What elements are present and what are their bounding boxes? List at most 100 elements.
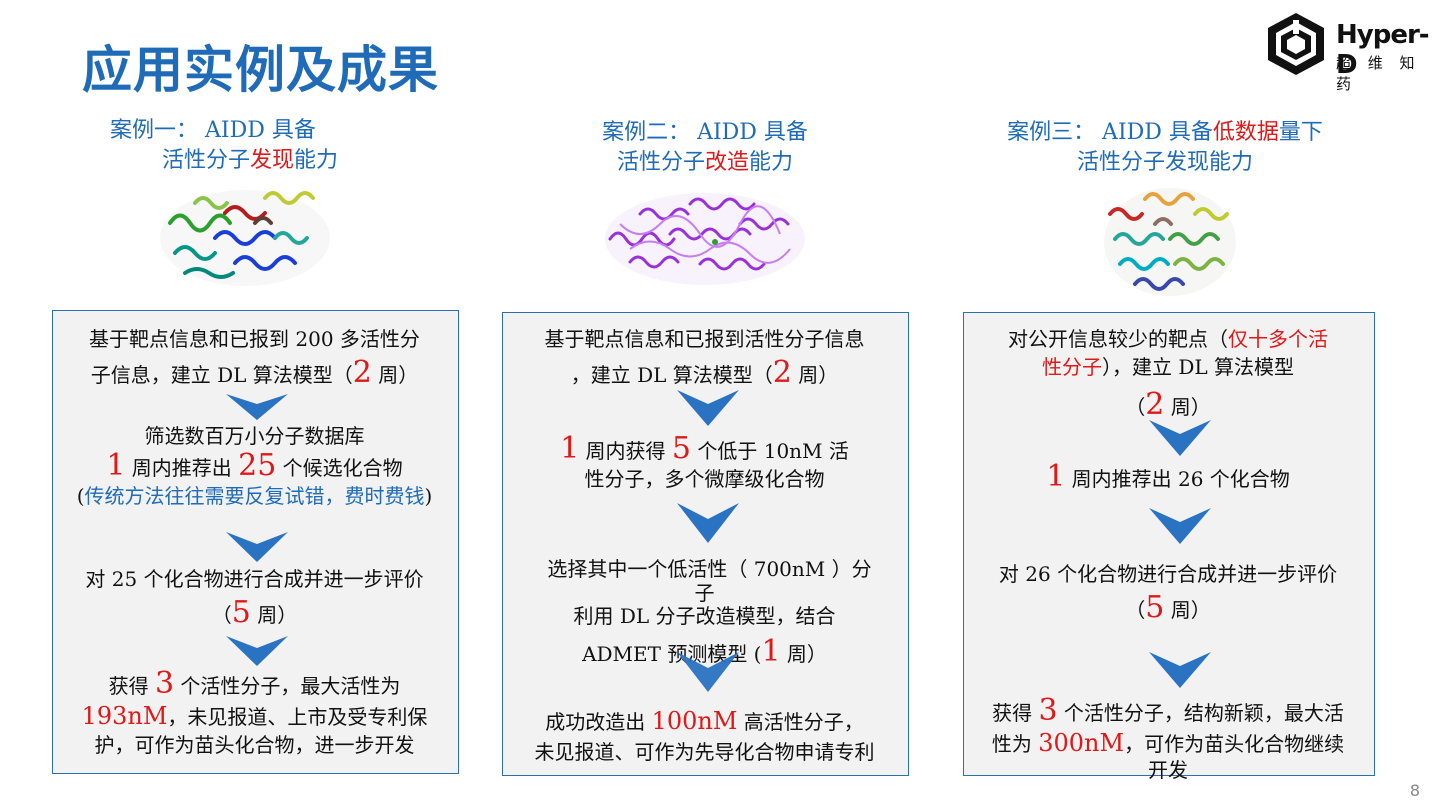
case1-step1-line1: 基于靶点信息和已报到 200 多活性分 xyxy=(89,327,420,351)
case2-step2-line1: 1 周内获得 5 个低于 10nM 活 xyxy=(502,434,907,465)
case2-title: 案例二： AIDD 具备 活性分子改造能力 xyxy=(560,118,850,178)
case3-step3-weeks: 5 xyxy=(1145,590,1165,625)
case1-step4-l1b: 个活性分子，最大活性为 xyxy=(174,674,401,698)
case1-box xyxy=(52,310,459,774)
case2-step3-weeks: 1 xyxy=(761,634,781,669)
case3-step4-activity: 300nM xyxy=(1038,729,1125,757)
case1-step2-l2a: 周内推荐出 xyxy=(125,456,239,480)
case2-step3-line3: 利用 DL 分子改造模型，结合 xyxy=(573,604,836,628)
case2-title-highlight: 改造 xyxy=(704,150,749,175)
case1-step3: 对 25 个化合物进行合成并进一步评价 （5 周） xyxy=(52,565,457,629)
case3-step3-l2a: （ xyxy=(1125,598,1146,622)
down-arrow-icon xyxy=(677,652,739,692)
case1-step2-l3-open: ( xyxy=(76,484,85,508)
case3-step2-l1b: 周内推荐出 26 个化合物 xyxy=(1065,467,1290,491)
case1-step2-l3-close: ) xyxy=(424,484,433,508)
down-arrow-icon xyxy=(226,394,288,420)
hexagon-logo-icon xyxy=(1268,13,1324,75)
case1-step4-line1: 获得 3 个活性分子，最大活性为 xyxy=(52,669,457,700)
case2-step4: 成功改造出 100nM 高活性分子， 未见报道、可作为先导化合物申请专利 xyxy=(502,706,907,767)
case3-title-l1a: 案例三： AIDD 具备 xyxy=(1007,120,1213,145)
case3-step1-line1: 对公开信息较少的靶点（仅十多个活 xyxy=(963,325,1373,353)
case2-step1-line2: ，建立 DL 算法模型（2 周） xyxy=(502,358,907,389)
case3-step4-l1b: 个活性分子，结构新颖，最大活 xyxy=(1057,701,1344,725)
case2-step4-l1a: 成功改造出 xyxy=(545,710,652,734)
case2-step2-l1a: 周内获得 xyxy=(579,439,672,463)
case3-title-highlight: 低数据 xyxy=(1212,120,1279,145)
case1-step2-line1: 筛选数百万小分子数据库 xyxy=(144,424,365,448)
case1-step4-l2b: ，未见报道、上市及受专利保 xyxy=(167,705,428,729)
case1-step4: 获得 3 个活性分子，最大活性为 193nM，未见报道、上市及受专利保 护，可作… xyxy=(52,669,457,759)
case3-step1-line2: 性分子），建立 DL 算法模型 xyxy=(963,353,1373,381)
case3-step4-count: 3 xyxy=(1038,693,1058,728)
down-arrow-icon xyxy=(226,636,288,666)
case3-step3-l2b: 周） xyxy=(1164,598,1211,622)
case2-step2-weeks: 1 xyxy=(560,431,580,466)
case3-step1-l3a: （ xyxy=(1125,395,1146,419)
case2-step2-l1b: 个低于 10nM 活 xyxy=(691,439,849,463)
case1-title-line2: 活性分子发现能力 xyxy=(80,146,370,176)
case1-step3-line2: （5 周） xyxy=(52,598,457,629)
case3-step2-line1: 1 周内推荐出 26 个化合物 xyxy=(963,462,1373,493)
case2-step1-line1: 基于靶点信息和已报到活性分子信息 xyxy=(544,327,865,351)
case3-step4-line1: 获得 3 个活性分子，结构新颖，最大活 xyxy=(963,696,1373,728)
case2-step2-line2: 性分子，多个微摩级化合物 xyxy=(584,467,825,491)
down-arrow-icon xyxy=(1149,508,1211,544)
case1-step3-l2a: （ xyxy=(211,603,232,627)
case3-step3-line2: （5 周） xyxy=(963,593,1373,624)
case2-step2-count: 5 xyxy=(671,431,691,466)
down-arrow-icon xyxy=(677,390,739,426)
case2-step4-l1b: 高活性分子， xyxy=(737,710,864,734)
case2-title-l2a: 活性分子 xyxy=(616,150,705,175)
case3-step1-weeks: 2 xyxy=(1145,387,1165,422)
case3-title-line2: 活性分子发现能力 xyxy=(1076,150,1253,175)
case1-step1-weeks: 2 xyxy=(352,355,372,390)
case3-step1-l3b: 周） xyxy=(1164,395,1211,419)
case3-title-l1b: 量下 xyxy=(1278,120,1323,145)
case1-title-line1: 案例一： AIDD 具备 xyxy=(110,118,316,143)
case3-step1-line3: （2 周） xyxy=(963,390,1373,421)
case3-step2: 1 周内推荐出 26 个化合物 xyxy=(963,462,1373,493)
case3-step4-line2: 性为 300nM，可作为苗头化合物继续 xyxy=(963,728,1373,759)
case2-step3-line2: 子 xyxy=(694,581,715,605)
case1-step2-count: 25 xyxy=(238,448,277,483)
page-number: 8 xyxy=(1409,781,1420,800)
case1-step4-activity: 193nM xyxy=(81,702,168,730)
case3-step4-l2a: 性为 xyxy=(991,732,1039,756)
case1-title-highlight: 发现 xyxy=(249,148,294,173)
case1-step4-l1a: 获得 xyxy=(108,674,155,698)
case3-step1-highlight2: 性分子 xyxy=(1041,355,1102,379)
case2-step3-line4: ADMET 预测模型 (1 周） xyxy=(502,637,907,668)
down-arrow-icon xyxy=(677,503,739,543)
case1-step3-l2b: 周） xyxy=(250,603,298,627)
case1-step2-line3: (传统方法往往需要反复试错，费时费钱) xyxy=(44,482,465,510)
case3-title: 案例三： AIDD 具备低数据量下 活性分子发现能力 xyxy=(960,118,1370,178)
case1-step1-l2a: 子信息，建立 DL 算法模型（ xyxy=(90,363,353,387)
case3-step2-weeks: 1 xyxy=(1046,459,1066,494)
case1-step1-l2b: 周） xyxy=(371,363,419,387)
protein-structure-image-2 xyxy=(605,193,805,285)
case1-title: 案例一： AIDD 具备 活性分子发现能力 xyxy=(80,116,370,176)
case1-step1: 基于靶点信息和已报到 200 多活性分 子信息，建立 DL 算法模型（2 周） xyxy=(52,325,457,389)
case3-box xyxy=(963,312,1375,776)
case3-step1-l1a: 对公开信息较少的靶点（ xyxy=(1008,327,1228,351)
case1-step2-weeks: 1 xyxy=(106,448,126,483)
case2-step1-l2a: ，建立 DL 算法模型（ xyxy=(570,363,773,387)
case3-step4: 获得 3 个活性分子，结构新颖，最大活 性为 300nM，可作为苗头化合物继续 … xyxy=(963,696,1373,782)
case3-step3-line1: 对 26 个化合物进行合成并进一步评价 xyxy=(998,562,1338,586)
case1-step4-count: 3 xyxy=(154,666,175,701)
case1-step1-line2: 子信息，建立 DL 算法模型（2 周） xyxy=(52,358,457,389)
case3-title-line1: 案例三： AIDD 具备低数据量下 xyxy=(960,118,1370,148)
case1-step2-l2b: 个候选化合物 xyxy=(276,456,403,480)
case2-step3-l4b: 周） xyxy=(780,642,827,666)
case1-title-l2b: 能力 xyxy=(294,148,339,173)
case3-step1-l2b: ），建立 DL 算法模型 xyxy=(1101,355,1295,379)
down-arrow-icon xyxy=(226,532,288,562)
case3-step4-line3: 开发 xyxy=(1148,758,1188,782)
case2-step1-weeks: 2 xyxy=(772,355,792,390)
case3-step4-l1a: 获得 xyxy=(992,701,1039,725)
case1-step4-line3: 护，可作为苗头化合物，进一步开发 xyxy=(94,733,415,757)
case2-title-l2b: 能力 xyxy=(749,150,794,175)
company-logo: Hyper-D 超 维 知 药 xyxy=(1262,10,1432,93)
down-arrow-icon xyxy=(1149,420,1211,456)
